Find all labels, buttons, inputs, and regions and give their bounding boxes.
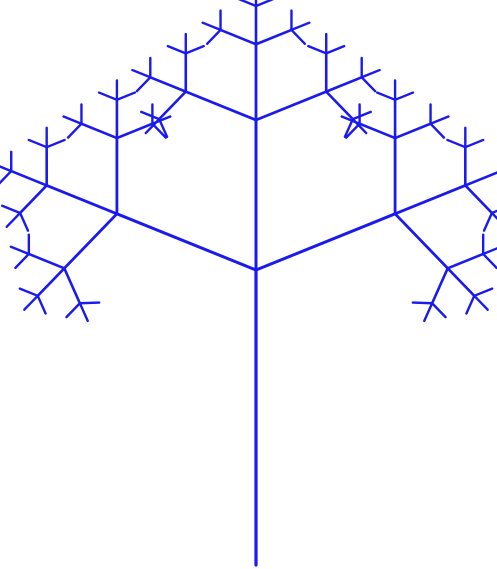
tree-branch-level-4-right (465, 140, 483, 147)
tree-branch-level-4-right (186, 46, 204, 53)
tree-branch-level-3-center (326, 77, 361, 91)
tree-branch-level-3-left (159, 92, 186, 120)
tree-branch-level-3-right (465, 185, 492, 213)
tree-branch-level-4-right (413, 303, 432, 304)
tree-branch-level-4-right (466, 296, 474, 314)
tree-branch-level-4-left (492, 206, 497, 213)
tree-branch-level-4-left (20, 213, 28, 231)
tree-branch-level-4-center (492, 213, 497, 227)
tree-branch-level-4-right (326, 46, 344, 53)
tree-branch-level-3-left (81, 124, 116, 138)
tree-branch-level-2-left (186, 92, 256, 120)
tree-branch-level-4-right (117, 93, 135, 100)
tree-branch-level-4-left (99, 93, 117, 100)
tree-branch-level-4-left (80, 303, 99, 304)
tree-branch-level-3-right (29, 254, 64, 268)
tree-branch-level-1-right (256, 214, 395, 270)
tree-branch-level-4-right (20, 289, 38, 296)
tree-branch-level-4-left (377, 93, 395, 100)
tree-branch-level-2-center (395, 185, 465, 213)
tree-branch-level-3-left (448, 254, 483, 268)
tree-branch-level-4-left (474, 289, 492, 296)
tree-branch-level-4-center (424, 303, 432, 321)
tree-branch-level-4-center (203, 23, 221, 30)
tree-branch-level-4-center (7, 213, 20, 227)
tree-branch-level-4-center (362, 70, 380, 77)
tree-branch-level-4-left (238, 0, 256, 6)
tree-branch-level-3-right (326, 92, 353, 120)
tree-branch-level-4-right (291, 30, 304, 44)
tree-branch-level-4-left (29, 140, 47, 147)
tree-branch-level-4-center (483, 247, 497, 254)
tree-branch-level-4-left (308, 46, 326, 53)
tree-branch-level-4-right (2, 206, 20, 213)
tree-branch-level-4-center (64, 116, 82, 123)
tree-branch-level-4-right (484, 213, 492, 231)
tree-branch-level-4-left (68, 124, 81, 138)
tree-branch-level-3-center (11, 171, 46, 185)
tree-branch-level-4-center (132, 70, 150, 77)
tree-branch-level-3-right (395, 124, 430, 138)
tree-branch-level-3-center (150, 77, 185, 91)
tree-branch-level-4-center (431, 116, 449, 123)
tree-branch-level-4-right (395, 93, 413, 100)
tree-branch-level-4-center (474, 296, 487, 310)
tree-branch-level-4-left (432, 303, 445, 317)
tree-branch-level-2-right (395, 214, 448, 268)
tree-branch-level-4-center (291, 23, 309, 30)
tree-branch-level-4-left (0, 171, 11, 185)
tree-branch-level-4-right (431, 124, 444, 138)
tree-branch-level-2-right (256, 92, 326, 120)
tree-branch-level-3-right (256, 30, 291, 44)
tree-branch-level-4-left (447, 140, 465, 147)
tree-branch-level-4-left (353, 112, 371, 119)
tree-branch-level-4-center (24, 296, 37, 310)
tree-branch-level-3-center (465, 171, 497, 185)
tree-branch-level-2-center (47, 185, 117, 213)
tree-branch-level-2-left (64, 214, 117, 268)
tree-branch-level-4-right (141, 112, 159, 119)
tree-branch-level-4-center (80, 303, 88, 321)
tree-branch-level-3-right (432, 268, 448, 303)
tree-branch-level-4-left (38, 296, 46, 314)
tree-branch-level-4-center (0, 164, 11, 171)
tree-branch-level-3-left (64, 268, 80, 303)
tree-branch-level-1-left (117, 214, 256, 270)
tree-branch-level-4-left (15, 254, 28, 268)
tree-branch-level-3-center (38, 268, 65, 296)
tree-branch-level-4-center (11, 247, 29, 254)
tree-branch-level-4-left (137, 77, 150, 91)
tree-branch-level-4-right (256, 0, 274, 6)
tree-branch-level-4-left (207, 30, 220, 44)
tree-branch-level-4-right (362, 77, 375, 91)
tree-branch-level-4-right (47, 140, 65, 147)
tree-branch-level-3-left (20, 185, 47, 213)
tree-branch-level-4-right (483, 254, 496, 268)
tree-branch-level-4-left (168, 46, 186, 53)
tree-branch-level-4-right (66, 303, 79, 317)
tree-branch-level-3-center (448, 268, 475, 296)
tree-branch-level-3-left (221, 30, 256, 44)
